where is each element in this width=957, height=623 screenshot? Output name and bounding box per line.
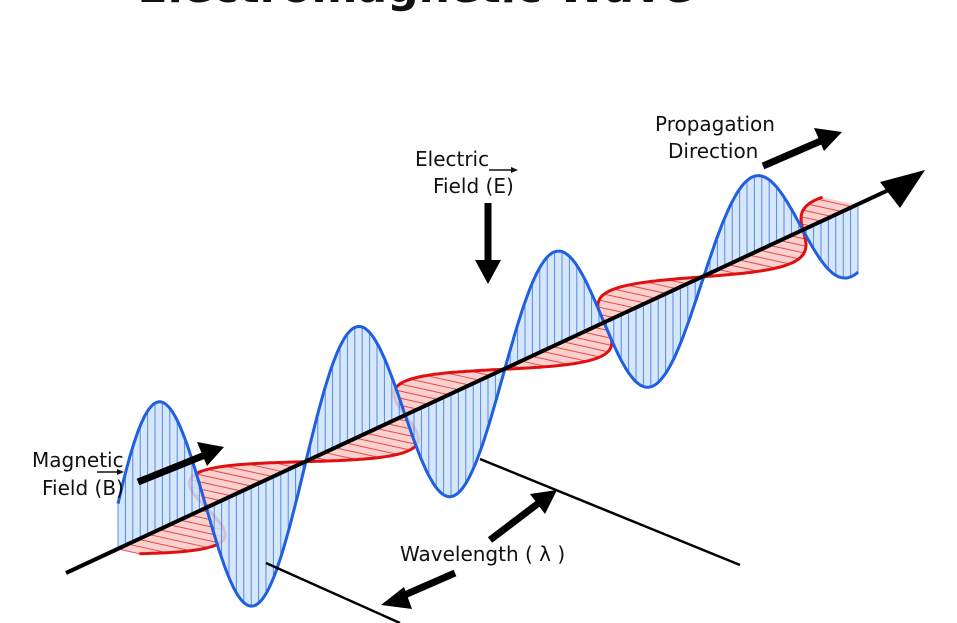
electric-field-label-2: Field (E) (433, 174, 514, 198)
hatch-line (138, 538, 191, 552)
magnetic-pointer-arrow-icon (136, 442, 224, 486)
hatch-line (817, 198, 854, 208)
wavelength-pointer-arrow-icon (381, 490, 557, 609)
hatch-line (532, 355, 569, 365)
axis-arrowhead-icon (880, 170, 925, 208)
propagation-axis (65, 185, 896, 575)
hatch-line (760, 249, 799, 260)
magnetic-field-label: Magnetic (32, 448, 124, 472)
hatch-line (148, 534, 209, 549)
hatch-line (749, 254, 790, 265)
hatch-line (117, 548, 140, 555)
hatch-line (446, 372, 481, 381)
propagation-direction-label: Propagation (655, 112, 775, 136)
wavelength-bracket-right (479, 457, 741, 567)
hatch-line (394, 389, 440, 401)
wavelength-bracket-left (265, 561, 401, 623)
hatch-line (366, 432, 417, 445)
hatch-line (627, 284, 668, 295)
hatch-line (128, 543, 168, 554)
hatch-line (356, 437, 411, 451)
hatch-line (542, 351, 587, 362)
hatch-line (729, 264, 759, 272)
hatch-line (613, 288, 657, 300)
diagram-title: Electromagnetic Wave (138, 0, 693, 13)
hatch-line (563, 341, 609, 353)
hatch-line (604, 293, 647, 304)
hatch-line (553, 346, 600, 358)
hatch-line (802, 209, 833, 218)
wavelength-label: Wavelength ( λ ) (400, 542, 565, 566)
hatch-line (597, 306, 626, 314)
hatch-line (573, 336, 612, 346)
hatch-line (224, 465, 274, 478)
hatch-line (247, 463, 284, 473)
hatch-line (426, 375, 471, 386)
electric-field-label: Electric (415, 147, 489, 171)
hatch-line (159, 529, 220, 544)
hatch-line (584, 331, 612, 339)
hatch-line (207, 468, 264, 483)
electric-field-wave (116, 174, 859, 608)
hatch-line (646, 281, 678, 290)
vector-arrow-e-icon (489, 167, 518, 173)
propagation-arrow-icon (761, 128, 842, 170)
hatch-line (345, 442, 398, 455)
hatch-line (739, 259, 777, 269)
hatch-line (399, 383, 450, 396)
magnetic-field-label-2: Field (B) (42, 476, 124, 500)
hatch-line (780, 240, 807, 247)
hatch-line (791, 235, 806, 240)
hatch-line (335, 447, 380, 458)
electric-field-wave-outline (116, 174, 859, 608)
hatch-line (808, 203, 844, 213)
hatch-line (195, 473, 253, 487)
electric-pointer-arrow-icon (475, 203, 501, 284)
hatch-line (410, 378, 460, 391)
propagation-direction-label-2: Direction (668, 139, 758, 163)
hatch-line (770, 245, 805, 254)
vector-arrow-b-icon (97, 469, 124, 475)
hatch-line (598, 299, 637, 309)
